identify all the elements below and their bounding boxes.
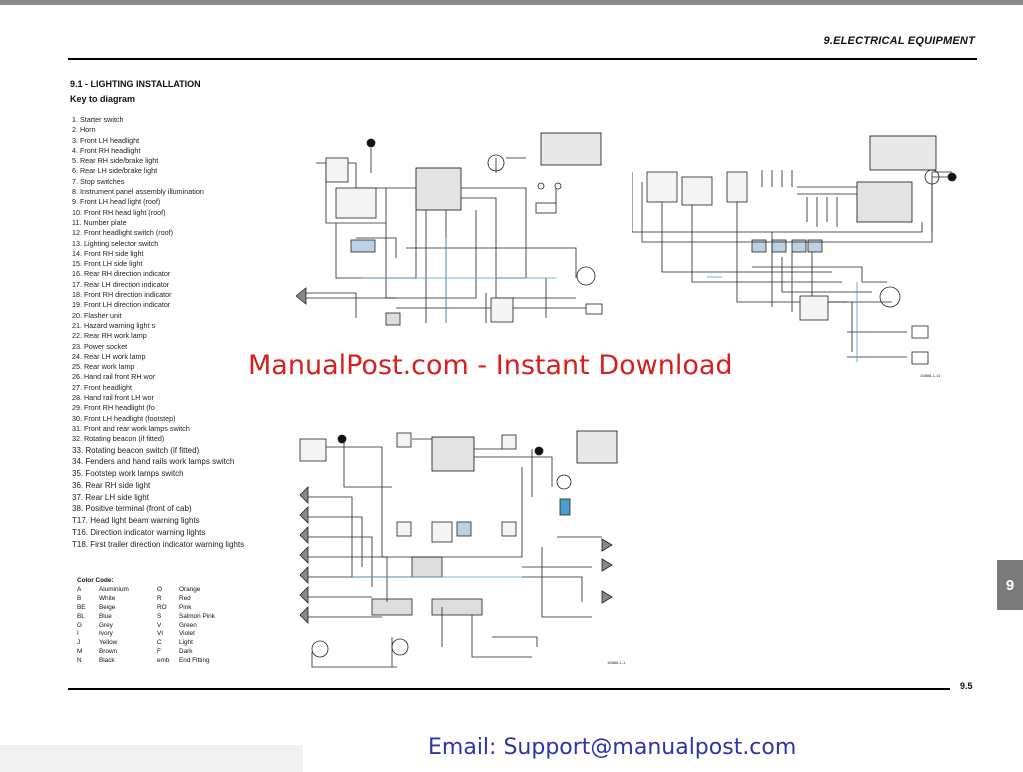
key-item: 34. Fenders and hand rails work lamps sw… xyxy=(72,457,235,467)
color-code-letter: C xyxy=(157,639,162,647)
support-email-link[interactable]: Email: Support@manualpost.com xyxy=(428,735,797,760)
color-code-name: Ivory xyxy=(99,630,113,638)
key-item: 9. Front LH head light (roof) xyxy=(72,197,161,207)
key-item: 23. Power socket xyxy=(72,341,128,351)
key-item: 27. Front headlight xyxy=(72,382,132,392)
key-item: 30. Front LH headlight (footstep) xyxy=(72,413,176,423)
color-code-name: Aluminium xyxy=(99,586,129,593)
key-item: 10. Front RH head light (roof) xyxy=(72,207,166,217)
color-code-letter: G xyxy=(77,621,82,629)
footer-rule xyxy=(68,688,950,690)
color-code-name: Orange xyxy=(179,586,201,593)
color-code-name: Black xyxy=(99,657,115,665)
color-code-letter: I xyxy=(77,630,79,638)
color-code-name: Green xyxy=(179,621,197,629)
color-code-title: Color Code: xyxy=(77,577,114,584)
page-number: 9.5 xyxy=(960,681,973,691)
key-item: T18. First trailer direction indicator w… xyxy=(72,539,245,549)
color-code-letter: R xyxy=(157,594,162,602)
key-item: 20. Flasher unit xyxy=(72,310,122,320)
chapter-tab: 9 xyxy=(997,560,1023,610)
color-code-name: Brown xyxy=(99,648,118,656)
wiring-diagram-top-right: 10886-1-11 xyxy=(632,132,972,384)
wiring-diagram-top-left xyxy=(296,128,626,326)
key-item: 15. Front LH side light xyxy=(72,259,143,269)
color-code-name: Pink xyxy=(179,603,192,611)
key-item: 17. Rear LH direction indicator xyxy=(72,279,170,289)
key-item: 28. Hand rail front LH wor xyxy=(72,393,154,403)
top-border xyxy=(0,0,1023,5)
key-item: T16. Direction indicator warning lights xyxy=(72,528,206,538)
key-heading: Key to diagram xyxy=(70,94,136,104)
key-item: 19. Front LH direction indicator xyxy=(72,300,171,310)
color-code-letter: N xyxy=(77,657,82,665)
key-item: 12. Front headlight switch (roof) xyxy=(72,228,174,238)
diagram-code-bottom: 10885-1-1 xyxy=(607,660,626,665)
color-code-letter: A xyxy=(77,586,82,593)
key-item: 1. Starter switch xyxy=(72,115,124,124)
color-code-letter: BE xyxy=(77,603,86,611)
key-item: 25. Rear work lamp xyxy=(72,362,135,372)
color-code-name: White xyxy=(99,594,116,602)
key-item: 13. Lighting selector switch xyxy=(72,238,159,248)
key-item: 14. Front RH side light xyxy=(72,248,144,258)
color-code-letter: S xyxy=(157,612,162,620)
key-item: 18. Front RH direction indicator xyxy=(72,290,172,300)
page-header: 9.ELECTRICAL EQUIPMENT xyxy=(823,35,975,47)
watermark-text: ManualPost.com - Instant Download xyxy=(248,350,733,381)
header-rule xyxy=(68,58,977,60)
key-item: T17. Head light beam warning lights xyxy=(72,516,200,526)
diagram-code-top-right: 10886-1-11 xyxy=(920,373,941,378)
color-code-letter: V xyxy=(157,621,162,629)
color-code-name: Dark xyxy=(179,648,193,656)
color-code-letter: F xyxy=(157,648,161,656)
key-item: 6. Rear LH side/brake light xyxy=(72,166,158,176)
color-code-letter: emb xyxy=(157,657,170,665)
color-code-letter: BL xyxy=(77,612,85,620)
key-item: 22. Rear RH work lamp xyxy=(72,331,147,341)
color-code-name: Yellow xyxy=(99,639,118,647)
color-code-name: Violet xyxy=(179,630,195,638)
color-code-name: Blue xyxy=(99,612,112,620)
key-item: 29. Front RH headlight (fo xyxy=(72,403,155,413)
key-item: 36. Rear RH side light xyxy=(72,480,151,490)
key-item: 8. Instrument panel assembly illuminatio… xyxy=(72,187,204,197)
section-title: 9.1 - LIGHTING INSTALLATION xyxy=(70,79,201,89)
key-item: 11. Number plate xyxy=(72,217,127,227)
color-code-name: End Fitting xyxy=(179,657,210,665)
key-item: 16. Rear RH direction indicator xyxy=(72,269,171,279)
key-item: 35. Footstep work lamps switch xyxy=(72,469,184,479)
key-item: 21. Hazard warning light s xyxy=(72,320,156,330)
key-item: 4. Front RH headlight xyxy=(72,145,141,155)
key-item: 31. Front and rear work lamps switch xyxy=(72,423,190,433)
key-item: 5. Rear RH side/brake light xyxy=(72,156,159,166)
key-item: 3. Front LH headlight xyxy=(72,135,140,145)
key-item: 38. Positive terminal (front of cab) xyxy=(72,504,192,514)
color-code-letter: B xyxy=(77,594,82,602)
key-item: 37. Rear LH side light xyxy=(72,492,149,502)
color-code-name: Red xyxy=(179,594,191,602)
key-item: 32. Rotating beacon (if fitted) xyxy=(72,434,165,444)
color-code-name: Light xyxy=(179,639,193,647)
key-item: 7. Stop switches xyxy=(72,176,125,186)
color-code-letter: J xyxy=(77,639,81,647)
color-code-letter: RO xyxy=(157,603,167,611)
key-item: 24. Rear LH work lamp xyxy=(72,351,146,361)
color-code-name: Beige xyxy=(99,603,116,611)
color-code-name: Salmon Pink xyxy=(179,612,215,620)
key-item: 26. Hand rail front RH wor xyxy=(72,372,156,382)
color-code-name: Grey xyxy=(99,621,113,629)
footer-shade xyxy=(0,745,303,772)
color-code-letter: VI xyxy=(157,630,164,638)
color-code-letter: O xyxy=(157,586,162,593)
wiring-diagram-bottom: 10885-1-1 xyxy=(292,427,632,672)
key-item: 33. Rotating beacon switch (if fitted) xyxy=(72,445,200,455)
key-item: 2. Horn xyxy=(72,125,96,135)
color-code-letter: M xyxy=(77,648,83,656)
